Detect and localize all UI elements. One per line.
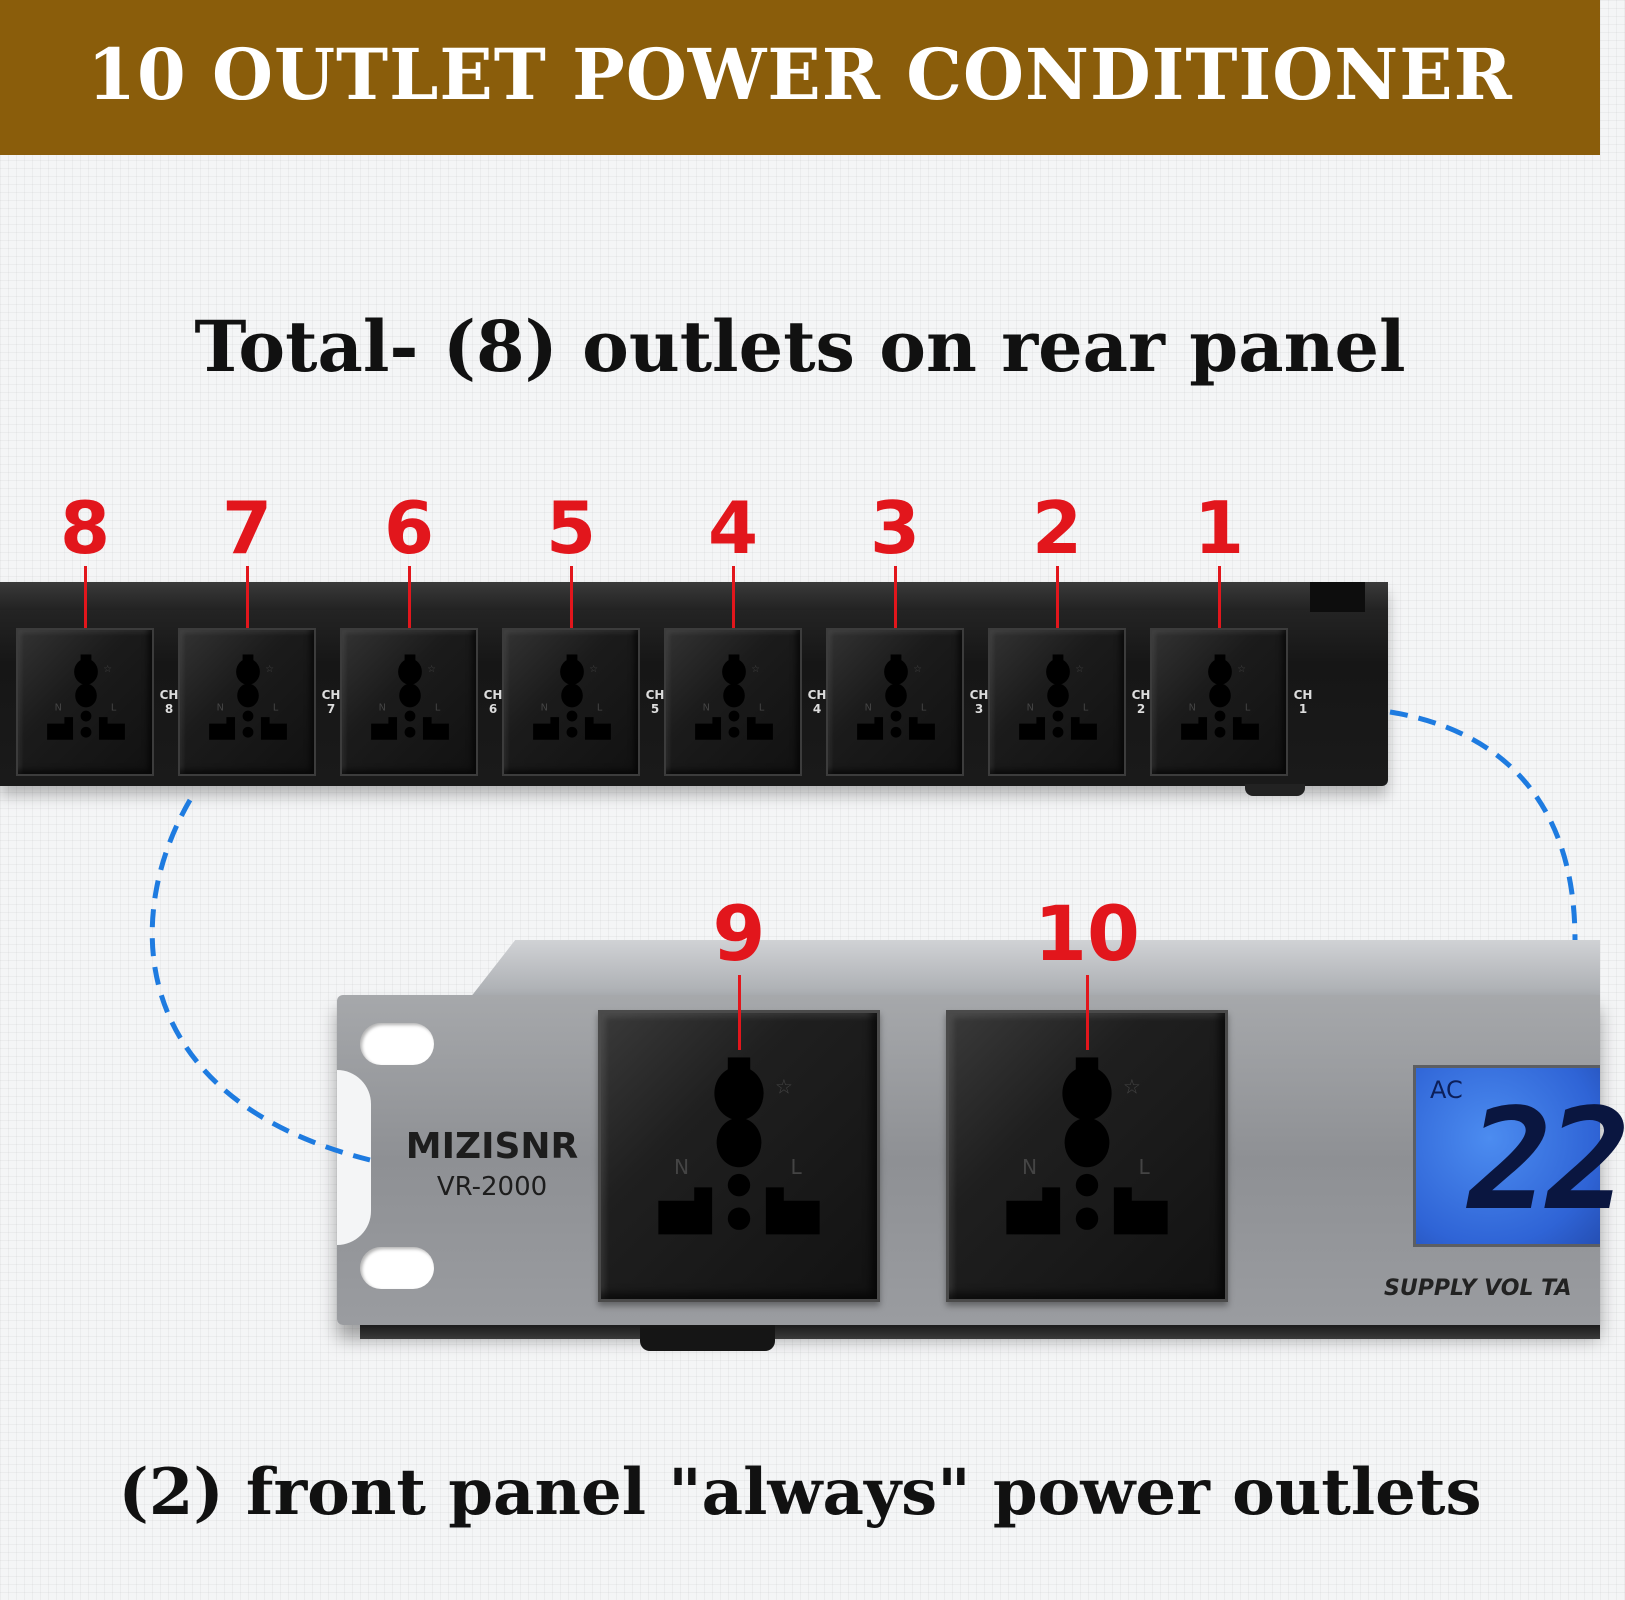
svg-text:☆: ☆: [265, 664, 274, 675]
svg-text:N: N: [703, 703, 710, 714]
universal-socket-icon: N L ☆: [371, 654, 449, 740]
channel-label: CH 6: [483, 688, 503, 716]
svg-text:☆: ☆: [1237, 664, 1246, 675]
svg-text:N: N: [379, 703, 386, 714]
rear-outlet: N L ☆: [1150, 628, 1288, 776]
svg-text:N: N: [674, 1155, 689, 1179]
svg-text:L: L: [1245, 703, 1251, 714]
rear-outlet-leader-line: [84, 566, 87, 644]
rear-outlet-leader-line: [246, 566, 249, 644]
universal-socket-icon: N L ☆: [857, 654, 935, 740]
rack-ear-slot-bottom: [360, 1247, 434, 1289]
rear-outlet: N L ☆: [664, 628, 802, 776]
svg-text:☆: ☆: [751, 664, 760, 675]
rear-outlet-leader-line: [732, 566, 735, 644]
universal-socket-icon: N L ☆: [1019, 654, 1097, 740]
svg-text:N: N: [541, 703, 548, 714]
rear-outlet: N L ☆: [340, 628, 478, 776]
front-outlet-number: 10: [1034, 889, 1140, 978]
svg-text:L: L: [435, 703, 441, 714]
front-outlet-leader-line: [1086, 975, 1089, 1050]
svg-text:L: L: [273, 703, 279, 714]
svg-text:L: L: [921, 703, 927, 714]
rear-outlet-leader-line: [408, 566, 411, 644]
title-banner: 10 OUTLET POWER CONDITIONER: [0, 0, 1600, 155]
brand-name: MIZISNR: [405, 1126, 579, 1167]
channel-label: CH 4: [807, 688, 827, 716]
front-panel-heading: (2) front panel "always" power outlets: [118, 1455, 1482, 1530]
rear-outlet-leader-line: [894, 566, 897, 644]
front-outlet-leader-line: [738, 975, 741, 1050]
channel-label: CH 5: [645, 688, 665, 716]
rear-outlet: N L ☆: [826, 628, 964, 776]
channel-label: CH 1: [1293, 688, 1313, 716]
channel-label: CH 8: [159, 688, 179, 716]
front-outlet-number: 9: [712, 889, 766, 978]
connector-right-dashed-line: [1389, 709, 1578, 941]
channel-label: CH 2: [1131, 688, 1151, 716]
rear-outlet: N L ☆: [502, 628, 640, 776]
rear-outlet-number: 8: [59, 486, 111, 570]
rear-outlet-number: 2: [1031, 486, 1083, 570]
svg-text:N: N: [865, 703, 872, 714]
display-unit-label: AC: [1430, 1076, 1463, 1104]
rear-outlet: N L ☆: [16, 628, 154, 776]
svg-text:☆: ☆: [103, 664, 112, 675]
front-outlet: N L ☆: [946, 1010, 1228, 1302]
universal-socket-icon: N L ☆: [695, 654, 773, 740]
rear-outlet-number: 7: [221, 486, 273, 570]
channel-label: CH 7: [321, 688, 341, 716]
universal-socket-icon: N L ☆: [209, 654, 287, 740]
svg-text:L: L: [791, 1155, 803, 1179]
svg-text:N: N: [55, 703, 62, 714]
voltage-display: AC 22: [1413, 1065, 1625, 1247]
rear-outlet-leader-line: [1218, 566, 1221, 644]
svg-text:☆: ☆: [1075, 664, 1084, 675]
svg-text:☆: ☆: [427, 664, 436, 675]
front-panel-top-surface: [470, 940, 1600, 998]
universal-socket-icon: N L ☆: [1181, 654, 1259, 740]
rear-outlet-leader-line: [570, 566, 573, 644]
svg-text:☆: ☆: [589, 664, 598, 675]
svg-text:N: N: [1189, 703, 1196, 714]
front-outlet: N L ☆: [598, 1010, 880, 1302]
rear-outlet-leader-line: [1056, 566, 1059, 644]
svg-text:L: L: [1083, 703, 1089, 714]
rear-panel-heading: Total- (8) outlets on rear panel: [194, 305, 1406, 388]
rear-outlet: N L ☆: [178, 628, 316, 776]
rear-outlet-number: 1: [1193, 486, 1245, 570]
rear-mount-bracket: [1310, 582, 1365, 612]
svg-text:☆: ☆: [1123, 1074, 1141, 1098]
svg-text:L: L: [597, 703, 603, 714]
svg-text:L: L: [1139, 1155, 1151, 1179]
svg-text:L: L: [111, 703, 117, 714]
svg-text:☆: ☆: [913, 664, 922, 675]
svg-text:L: L: [759, 703, 765, 714]
display-reading: 22: [1468, 1079, 1625, 1242]
banner-title: 10 OUTLET POWER CONDITIONER: [87, 33, 1513, 116]
channel-label: CH 3: [969, 688, 989, 716]
model-number: VR-2000: [436, 1172, 548, 1202]
rear-outlet-number: 4: [707, 486, 759, 570]
connector-left-dashed-line: [149, 798, 371, 1163]
svg-text:N: N: [217, 703, 224, 714]
universal-socket-icon: N L ☆: [1006, 1057, 1168, 1235]
rear-outlet-number: 5: [545, 486, 597, 570]
svg-text:N: N: [1022, 1155, 1037, 1179]
universal-socket-icon: N L ☆: [47, 654, 125, 740]
front-foot: [640, 1325, 775, 1351]
rear-outlet: N L ☆: [988, 628, 1126, 776]
rear-outlet-number: 3: [869, 486, 921, 570]
universal-socket-icon: N L ☆: [658, 1057, 820, 1235]
rear-outlet-number: 6: [383, 486, 435, 570]
rear-foot: [1245, 784, 1305, 796]
supply-voltage-caption: SUPPLY VOL TA: [1384, 1276, 1572, 1301]
svg-text:☆: ☆: [775, 1074, 793, 1098]
rear-panel-top-edge: [0, 582, 1388, 610]
universal-socket-icon: N L ☆: [533, 654, 611, 740]
svg-text:N: N: [1027, 703, 1034, 714]
rack-ear-slot-top: [360, 1023, 434, 1065]
